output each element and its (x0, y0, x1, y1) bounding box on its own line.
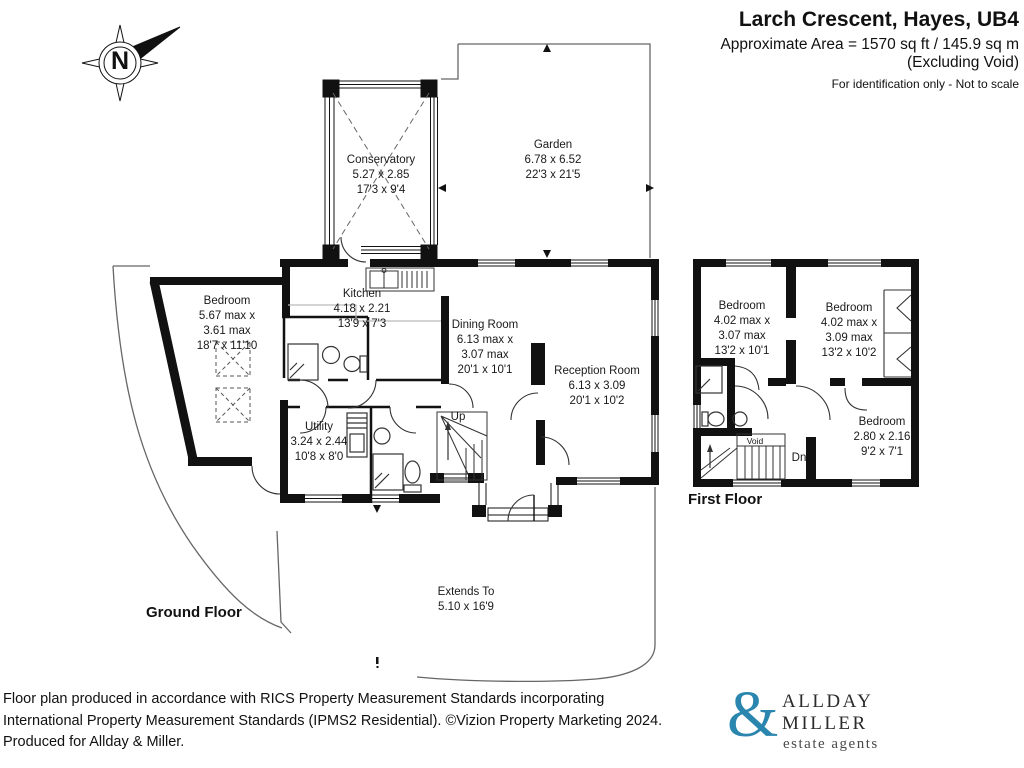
first-floor-walls (693, 259, 919, 487)
room-dims-imperial: 9'2 x 7'1 (860, 446, 904, 458)
room-name: Dining Room (451, 319, 519, 331)
room-dims-metric: 2.80 x 2.16 (853, 431, 911, 443)
logo-ampersand: & (727, 678, 779, 751)
stairs-ground (436, 411, 488, 481)
first-floor-closets (883, 289, 912, 378)
void-label: Void (746, 436, 764, 446)
room-dims-metric2: 3.61 max (203, 325, 251, 337)
room-dims-imperial: 13'2 x 10'1 (714, 345, 770, 357)
reception-room-label: Reception Room 6.13 x 3.09 20'1 x 10'2 (537, 364, 657, 409)
first-floor-title: First Floor (688, 491, 763, 508)
room-name: Bedroom (203, 295, 251, 307)
room-name: Reception Room (554, 365, 640, 377)
room-dims-imperial: 17'3 x 9'4 (356, 184, 406, 196)
bedroom-1-label: Bedroom 4.02 max x 3.07 max 13'2 x 10'1 (682, 299, 802, 359)
conservatory-label: Conservatory 5.27 x 2.85 17'3 x 9'4 (321, 153, 441, 198)
extends-dims: 5.10 x 16'9 (438, 601, 494, 613)
room-dims-imperial: 22'3 x 21'5 (525, 169, 581, 181)
room-name: Utility (304, 421, 334, 433)
room-dims-imperial: 13'2 x 10'2 (821, 347, 877, 359)
bedroom-gf-label: Bedroom 5.67 max x 3.61 max 18'7 x 11'10 (167, 294, 287, 354)
room-name: Garden (533, 139, 573, 151)
extends-name: Extends To (437, 586, 495, 598)
footer-line-3: Produced for Allday & Miller. (3, 734, 185, 750)
room-dims-metric: 6.13 max x (456, 334, 514, 346)
footer-line-1: Floor plan produced in accordance with R… (3, 691, 605, 707)
room-name: Bedroom (858, 416, 906, 428)
entrance-porch (478, 483, 559, 522)
stairs-down-label: Dn (791, 452, 807, 464)
first-floor-fixtures (695, 365, 748, 427)
excluding-line: (Excluding Void) (906, 54, 1019, 71)
page-title: Larch Crescent, Hayes, UB4 (738, 8, 1019, 31)
room-dims-metric: 4.02 max x (820, 317, 878, 329)
room-dims-imperial: 20'1 x 10'1 (457, 364, 513, 376)
logo-tagline: estate agents (783, 736, 879, 752)
skylight-symbols (215, 341, 251, 423)
room-dims-metric: 6.78 x 6.52 (524, 154, 582, 166)
header-block: Larch Crescent, Hayes, UB4 Approximate A… (720, 8, 1019, 91)
footer-disclaimer: Floor plan produced in accordance with R… (3, 689, 662, 754)
room-dims-metric: 5.27 x 2.85 (352, 169, 410, 181)
room-dims-metric2: 3.07 max (718, 330, 766, 342)
room-dims-imperial: 18'7 x 11'10 (196, 340, 258, 352)
stairs-first (700, 433, 786, 480)
stairs-up-label: Up (450, 411, 466, 423)
room-name: Kitchen (342, 288, 382, 300)
logo-name-line1: ALLDAY (782, 691, 874, 712)
logo-name-line2: MILLER (782, 713, 868, 734)
room-name: Bedroom (718, 300, 766, 312)
room-dims-imperial: 13'9 x 7'3 (337, 318, 387, 330)
compass-north-label: N (110, 47, 130, 75)
first-door-arcs (734, 365, 868, 421)
room-name: Bedroom (825, 302, 873, 314)
kitchen-label: Kitchen 4.18 x 2.21 13'9 x 7'3 (302, 287, 422, 332)
allday-miller-logo: & ALLDAY MILLER estate agents (727, 678, 927, 762)
utility-label: Utility 3.24 x 2.44 10'8 x 8'0 (259, 420, 379, 465)
room-dims-metric: 5.67 max x (198, 310, 256, 322)
room-dims-metric: 4.02 max x (713, 315, 771, 327)
area-line: Approximate Area = 1570 sq ft / 145.9 sq… (720, 36, 1019, 53)
garden-label: Garden 6.78 x 6.52 22'3 x 21'5 (493, 138, 613, 183)
ground-door-arcs (251, 236, 570, 522)
ground-floor-title: Ground Floor (146, 604, 242, 621)
dining-room-label: Dining Room 6.13 max x 3.07 max 20'1 x 1… (425, 318, 545, 378)
bedroom-2-label: Bedroom 4.02 max x 3.09 max 13'2 x 10'2 (789, 301, 909, 361)
conservatory-structure (322, 79, 438, 263)
room-dims-metric: 6.13 x 3.09 (568, 380, 626, 392)
kitchen-counter (365, 267, 435, 292)
room-dims-metric: 4.18 x 2.21 (333, 303, 391, 315)
room-dims-metric: 3.24 x 2.44 (290, 436, 348, 448)
compass-icon (81, 24, 181, 102)
room-dims-metric2: 3.07 max (461, 349, 509, 361)
dimension-arrows (373, 44, 654, 668)
footer-line-2: International Property Measurement Stand… (3, 712, 663, 729)
bedroom-3-label: Bedroom 2.80 x 2.16 9'2 x 7'1 (822, 415, 942, 460)
ground-fixtures (287, 343, 422, 493)
room-name: Conservatory (346, 154, 416, 166)
room-dims-imperial: 20'1 x 10'2 (569, 395, 625, 407)
room-dims-imperial: 10'8 x 8'0 (294, 451, 344, 463)
disclaimer-line: For identification only - Not to scale (831, 77, 1019, 91)
window-lines (305, 259, 881, 503)
extends-to-label: Extends To 5.10 x 16'9 (406, 585, 526, 615)
room-dims-metric2: 3.09 max (825, 332, 873, 344)
